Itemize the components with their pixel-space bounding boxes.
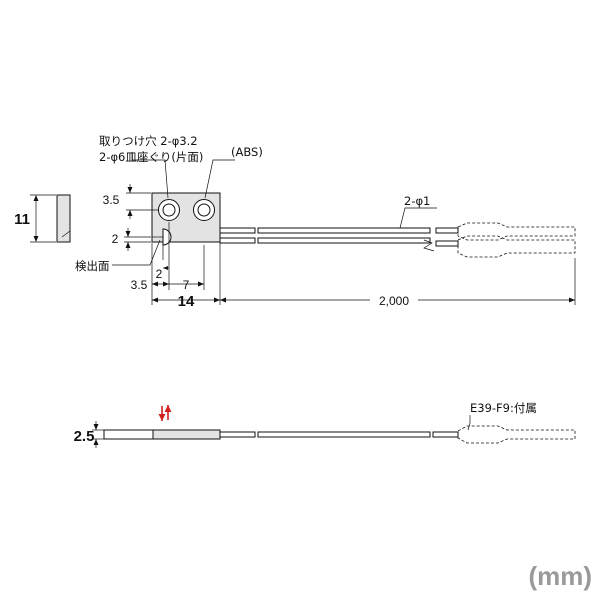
- front-view: [92, 405, 576, 448]
- cable-lower-b: [257, 237, 431, 244]
- front-connector: [457, 425, 576, 444]
- width-dimension: 14: [178, 293, 195, 310]
- mounting-hole-label: 取りつけ穴 2-φ3.2: [99, 134, 198, 148]
- accessory-label: E39-F9:付属: [470, 401, 537, 415]
- cable-label: 2-φ1: [404, 194, 430, 208]
- counterbore-label: 2-φ6皿座ぐり(片面): [99, 150, 203, 164]
- cable-upper-a: [219, 227, 256, 234]
- sensing-direction-arrow: [158, 405, 172, 421]
- front-body: [152, 429, 221, 440]
- connector-upper: [457, 222, 576, 241]
- cable-lower-a: [219, 237, 256, 244]
- thickness-dimension: 2.5: [74, 428, 95, 445]
- connector-lower: [457, 235, 576, 258]
- cable-upper-b: [257, 227, 431, 234]
- bottom-mid-dimension: 2: [156, 267, 163, 281]
- side-view: [30, 194, 71, 243]
- mounting-hole-right: [193, 199, 215, 221]
- top-view: [112, 152, 576, 305]
- mounting-hole-left: [158, 199, 180, 221]
- sensing-face-label: 検出面: [75, 259, 110, 273]
- material-label: (ABS): [231, 145, 263, 159]
- front-body-left: [103, 429, 154, 440]
- bottom-right-dimension: 7: [183, 278, 190, 292]
- height-dimension: 11: [14, 211, 30, 228]
- unit-label: (mm): [528, 561, 592, 591]
- face-offset-dimension: 2: [112, 232, 119, 246]
- bottom-left-dimension: 3.5: [131, 278, 148, 292]
- hole-offset-dimension: 3.5: [103, 193, 120, 207]
- side-body: [56, 194, 71, 243]
- cable-length-dimension: 2,000: [379, 294, 409, 308]
